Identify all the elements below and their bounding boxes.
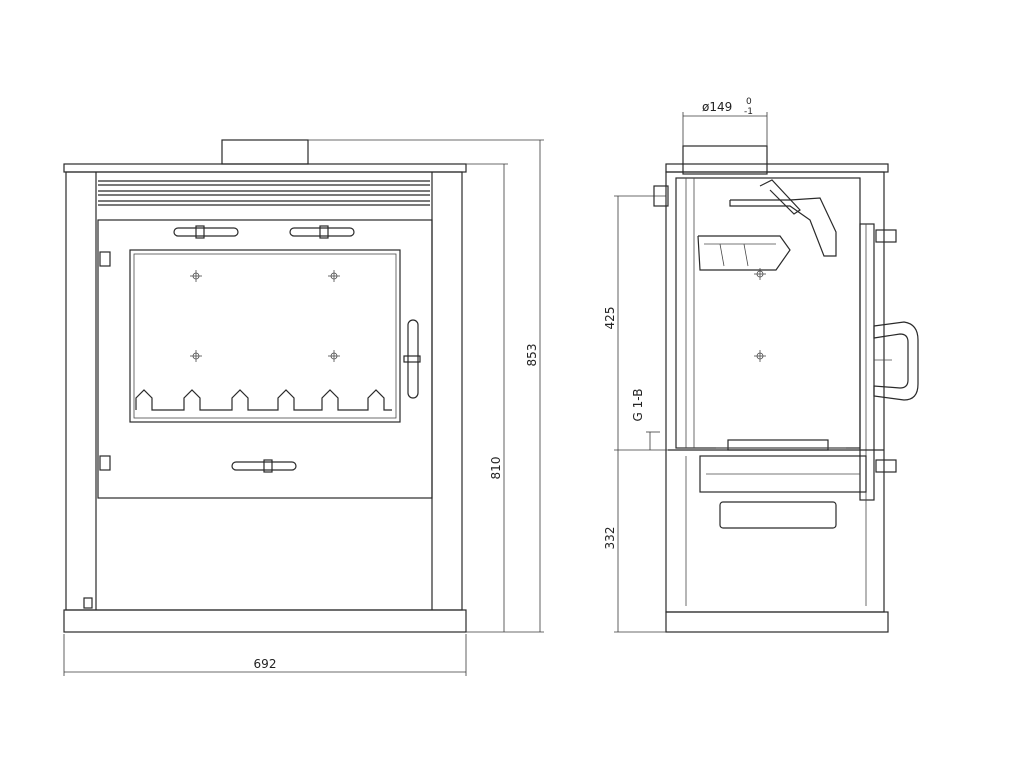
side-dimension-lines — [614, 112, 768, 633]
front-view: 692 853 810 — [63, 139, 544, 676]
side-view: ø149 0 -1 425 G 1-B 332 — [603, 97, 919, 633]
side-ash-pan — [699, 455, 867, 493]
side-base-plinth — [665, 611, 889, 633]
front-glass-window — [129, 249, 401, 423]
front-body-height-label: 810 — [489, 457, 503, 480]
side-door-handle — [873, 321, 919, 401]
side-fixing-points — [754, 268, 766, 362]
front-log-fret — [135, 389, 392, 411]
side-connection-label: G 1-B — [631, 389, 645, 422]
front-door-frame — [97, 219, 433, 499]
side-flue-tolerance-lower: -1 — [744, 107, 753, 117]
front-flue-collar — [221, 139, 309, 165]
front-base-plinth — [63, 609, 467, 633]
side-door-edge — [859, 223, 875, 501]
side-upper-height-label: 425 — [603, 307, 617, 330]
side-top-plate — [665, 163, 889, 173]
side-flue-tolerance-upper: 0 — [746, 97, 752, 107]
side-flue-pipe — [682, 145, 768, 175]
front-dimension-lines — [63, 139, 544, 676]
front-vent-slots — [98, 180, 430, 206]
side-ash-drawer-slot — [719, 501, 837, 529]
front-outer-body — [65, 171, 463, 611]
front-total-height-label: 853 — [525, 344, 539, 367]
front-door-hinges — [83, 251, 111, 609]
side-baffle-plate — [729, 197, 837, 257]
side-lower-height-label: 332 — [603, 527, 617, 550]
front-air-control-sliders — [173, 225, 355, 473]
side-air-bracket — [697, 235, 791, 271]
front-width-label: 692 — [254, 657, 277, 671]
side-flue-diameter-label: ø149 — [702, 100, 732, 114]
front-top-plate — [63, 163, 467, 173]
side-firebox — [675, 177, 861, 449]
front-door-handle — [403, 319, 421, 399]
front-fixing-points — [190, 270, 340, 362]
